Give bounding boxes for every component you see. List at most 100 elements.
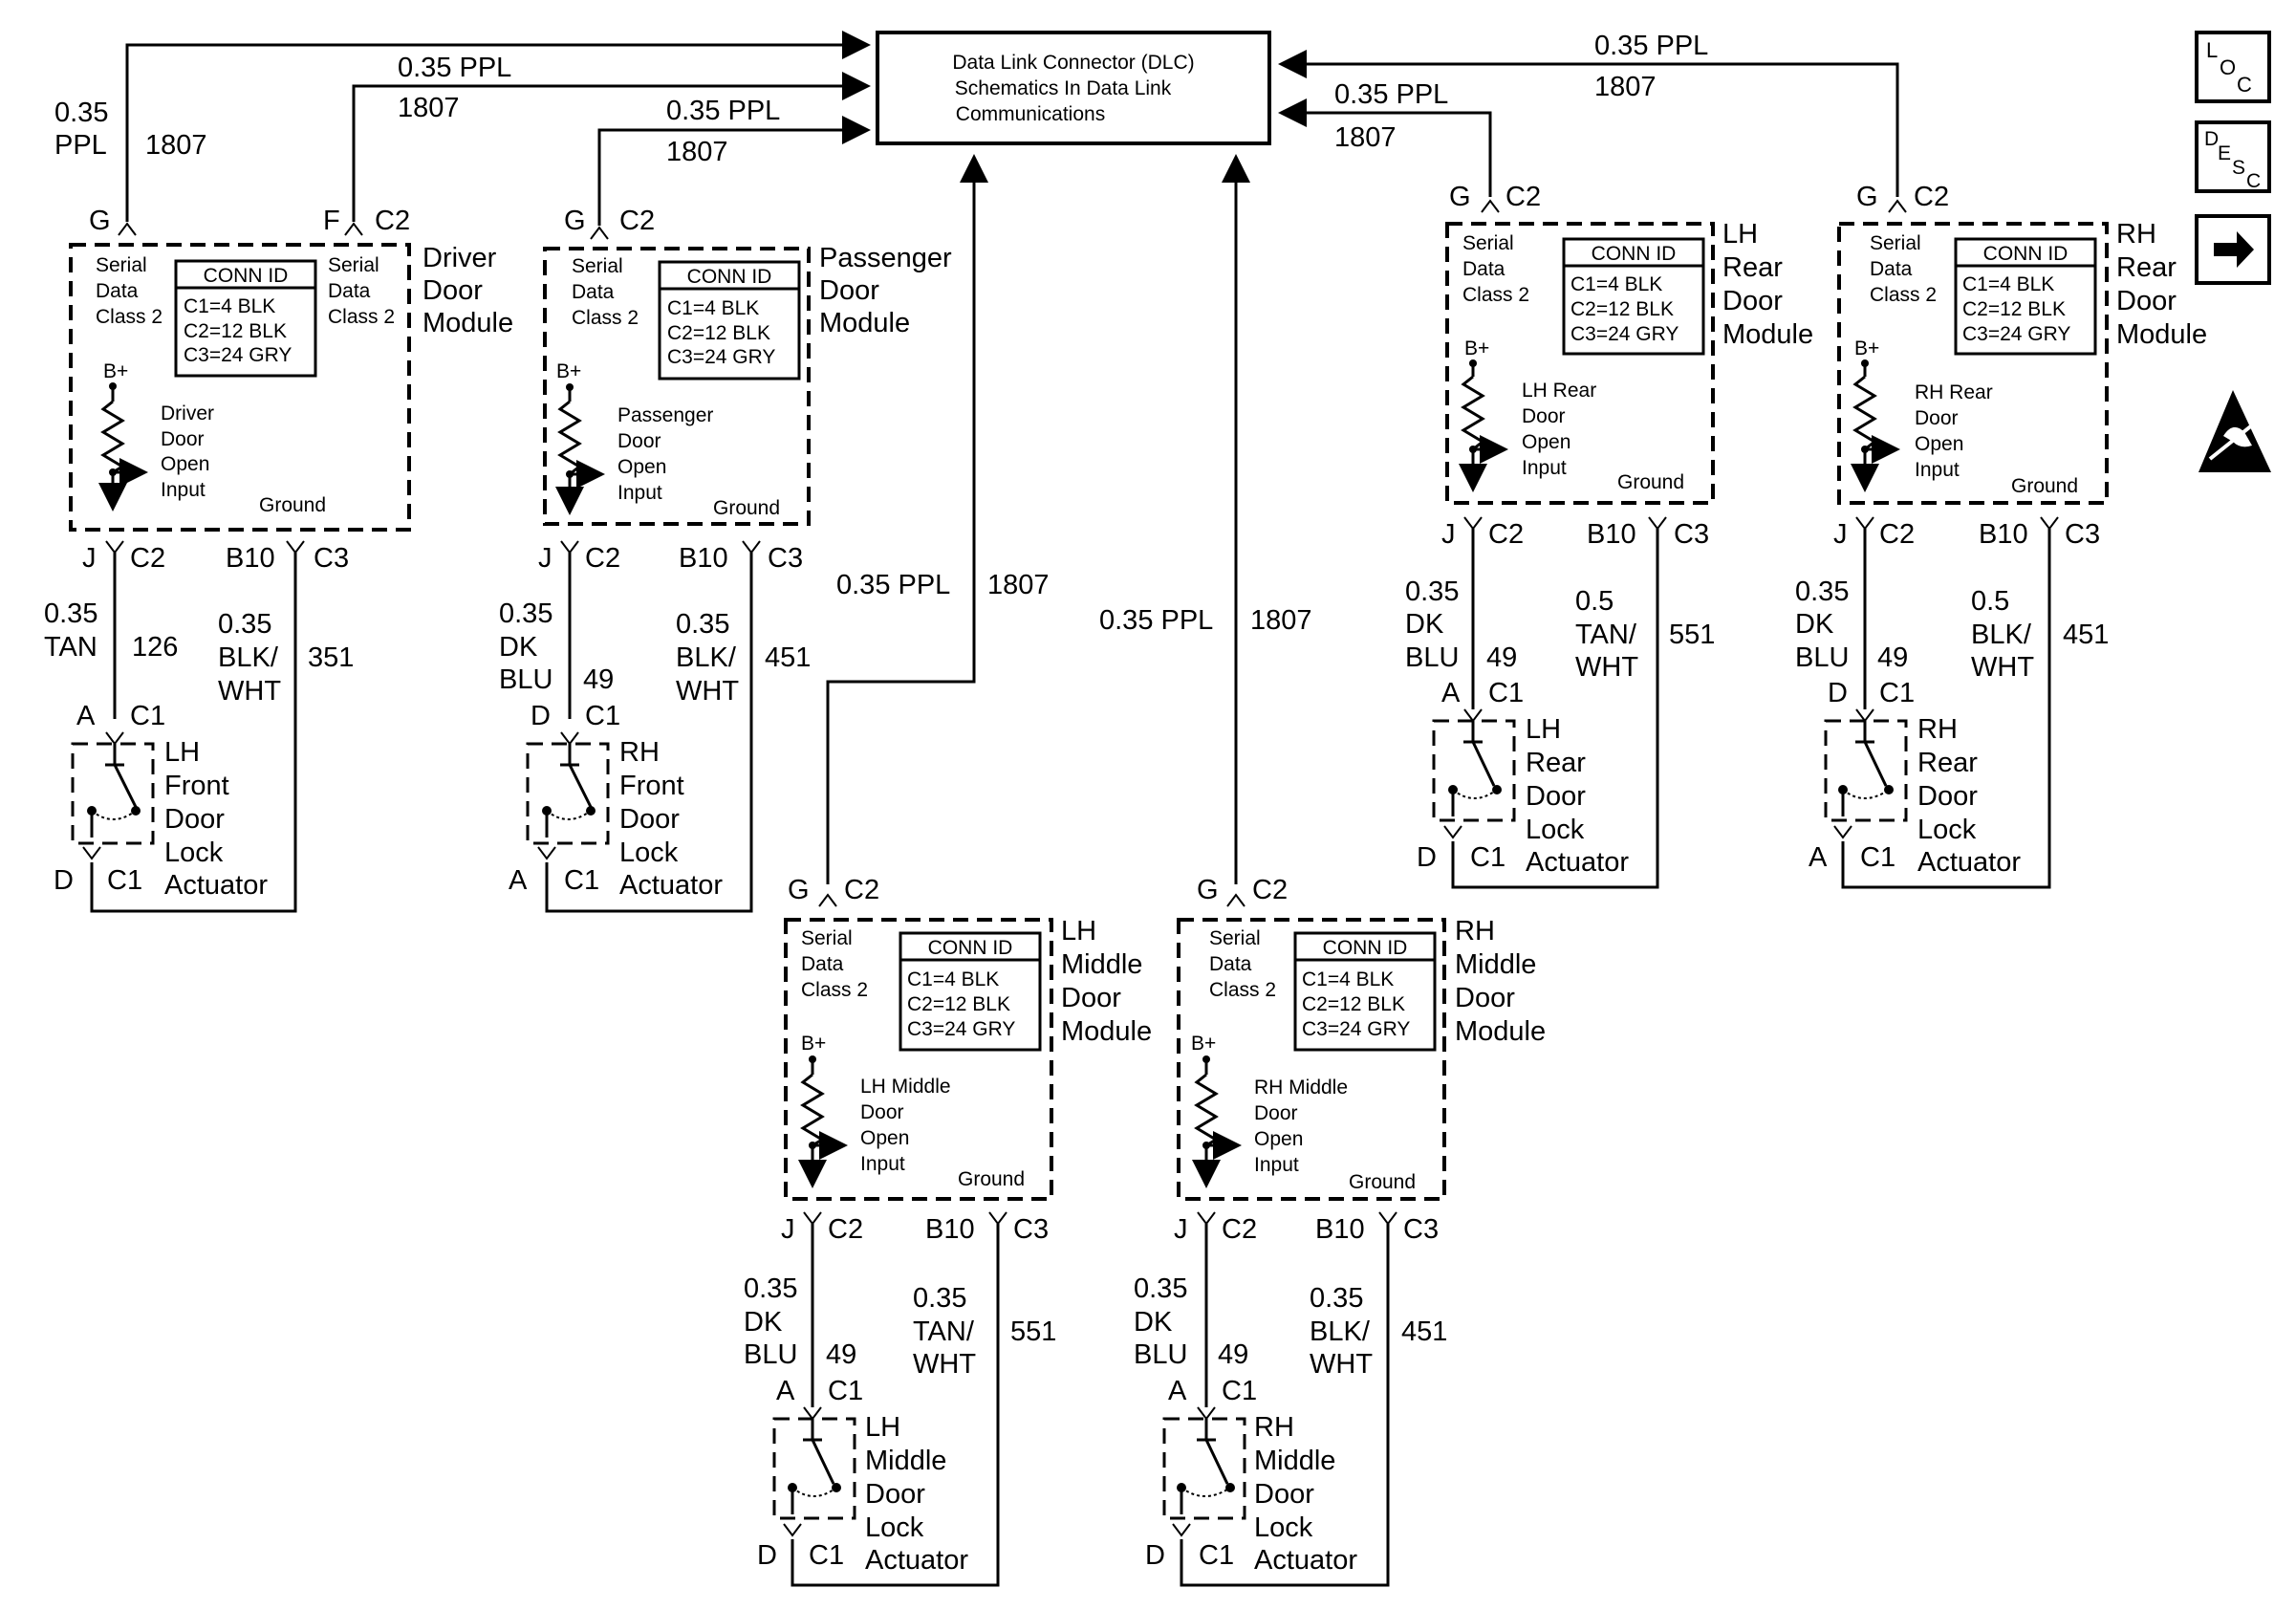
connector-label: C2: [130, 543, 165, 574]
lh-middle-door-lock-actuator: A C1 D C1 LH Middle Door Lock Actuator: [757, 1376, 968, 1576]
module-name: Door: [2116, 286, 2177, 316]
loc-icon-letter: C: [2237, 73, 2252, 97]
module-name: RH: [1455, 916, 1495, 946]
dlc-box: Data Link Connector (DLC) Schematics In …: [876, 31, 1271, 145]
actuator-name: Actuator: [865, 1545, 968, 1576]
wire-circuit: 49: [1218, 1339, 1248, 1370]
desc-icon-letter: E: [2218, 142, 2231, 164]
data-label: Data: [328, 280, 371, 302]
module-name: Module: [2116, 319, 2207, 350]
module-name: Rear: [1722, 252, 1783, 283]
conn-id-c3: C3=24 GRY: [184, 344, 292, 366]
conn-id-box: CONN ID C1=4 BLK C2=12 BLK C3=24 GRY: [1293, 931, 1437, 1052]
connector-label: C2: [1252, 875, 1288, 905]
serial-data-wires: [125, 31, 1899, 884]
conn-id-c2: C2=12 BLK: [1302, 993, 1405, 1015]
actuator-name: Actuator: [1526, 847, 1629, 878]
input-label: RH Middle: [1254, 1077, 1348, 1099]
wire-gauge: 0.35: [218, 609, 271, 640]
arrow-right-icon[interactable]: [2195, 214, 2271, 285]
module-name: Door: [1061, 983, 1121, 1013]
conn-id-c1: C1=4 BLK: [667, 297, 759, 319]
pin-label: A: [776, 1376, 795, 1406]
loc-icon[interactable]: L O C: [2195, 31, 2271, 103]
wire-circuit: 1807: [398, 93, 460, 123]
wire-circuit: 451: [765, 642, 811, 673]
pin-label: J: [538, 543, 552, 574]
actuator-name: Actuator: [1917, 847, 2021, 878]
pin-label: B10: [226, 543, 275, 574]
lh-middle-door-module: G C2 Serial Data Class 2 CONN ID C1=4 BL…: [784, 875, 1152, 1201]
actuator-name: Door: [619, 804, 680, 835]
conn-id-c2: C2=12 BLK: [907, 993, 1010, 1015]
wire-gauge: 0.35: [913, 1283, 966, 1314]
serial-label: Serial: [572, 255, 623, 277]
input-label: Input: [1522, 457, 1567, 479]
serial-label: Serial: [1209, 927, 1261, 949]
class2-label: Class 2: [1462, 284, 1529, 306]
pin-label: J: [781, 1214, 795, 1245]
actuator-name: Lock: [1917, 815, 1977, 845]
conn-id-c2: C2=12 BLK: [184, 320, 287, 342]
connector-label: C2: [1222, 1214, 1257, 1245]
input-label: Open: [860, 1127, 909, 1149]
module-name: Door: [819, 275, 879, 306]
actuator-name: Actuator: [1254, 1545, 1357, 1576]
pin-label: A: [509, 865, 528, 896]
wire-color: WHT: [676, 676, 739, 707]
actuator-name: Door: [1526, 781, 1586, 812]
wire-color: BLU: [499, 664, 552, 695]
pin-label: B10: [1315, 1214, 1365, 1245]
connector-label: C3: [1013, 1214, 1049, 1245]
conn-id-c1: C1=4 BLK: [1962, 273, 2054, 295]
pin-label: D: [531, 701, 551, 731]
input-label: Input: [1915, 459, 1960, 481]
pin-label: D: [1417, 842, 1437, 873]
desc-icon-letter: C: [2246, 170, 2261, 192]
connector-label: C1: [585, 701, 620, 731]
dlc-title: Data Link Connector (DLC): [952, 52, 1194, 74]
conn-id-c2: C2=12 BLK: [667, 322, 770, 344]
passenger-door-module: G C2 Serial Data Class 2 CONN ID C1=4 BL…: [543, 206, 952, 526]
dlc-line2: Schematics In Data Link: [955, 77, 1172, 99]
data-label: Data: [96, 280, 139, 302]
module-name: Passenger: [819, 243, 952, 273]
connector-label: C2: [619, 206, 655, 236]
module-name: Door: [1722, 286, 1783, 316]
wire-circuit: 49: [826, 1339, 856, 1370]
wire-circuit: 451: [1401, 1316, 1447, 1347]
pin-label: J: [1441, 519, 1456, 550]
data-label: Data: [801, 953, 844, 975]
resistor-symbol: B+: [798, 1033, 848, 1188]
module-name: LH: [1722, 219, 1758, 250]
module-name: Middle: [1061, 949, 1142, 980]
serial-label: Serial: [328, 254, 379, 276]
wire-gauge: 0.35: [54, 98, 108, 128]
pin-label: D: [1145, 1540, 1165, 1571]
pin-label: A: [1168, 1376, 1187, 1406]
wire-gauge: 0.35: [1134, 1273, 1187, 1304]
wire-gauge: 0.35: [744, 1273, 797, 1304]
desc-icon[interactable]: D E S C: [2195, 120, 2271, 193]
wire-color: BLK/: [1310, 1316, 1371, 1347]
resistor-symbol: B+: [98, 360, 148, 511]
ground-label: Ground: [958, 1168, 1025, 1190]
bplus-label: B+: [556, 360, 581, 382]
actuator-name: RH: [619, 737, 660, 768]
actuator-name: Front: [619, 771, 684, 801]
conn-id-c3: C3=24 GRY: [667, 346, 775, 368]
actuator-name: LH: [865, 1412, 900, 1443]
input-label: Door: [161, 428, 205, 450]
pin-label: A: [1441, 678, 1461, 708]
wire-label: 0.35 PPL: [666, 96, 780, 126]
class2-label: Class 2: [96, 306, 162, 328]
actuator-name: Lock: [1254, 1512, 1313, 1543]
conn-id-c1: C1=4 BLK: [184, 295, 275, 317]
wire-label: 0.35 PPL: [1099, 605, 1213, 636]
input-label: Door: [860, 1101, 904, 1123]
pin-label: B10: [1979, 519, 2028, 550]
rh-rear-door-module: G C2 Serial Data Class 2 CONN ID C1=4 BL…: [1837, 182, 2207, 505]
class2-label: Class 2: [572, 307, 639, 329]
pin-label: J: [1174, 1214, 1188, 1245]
